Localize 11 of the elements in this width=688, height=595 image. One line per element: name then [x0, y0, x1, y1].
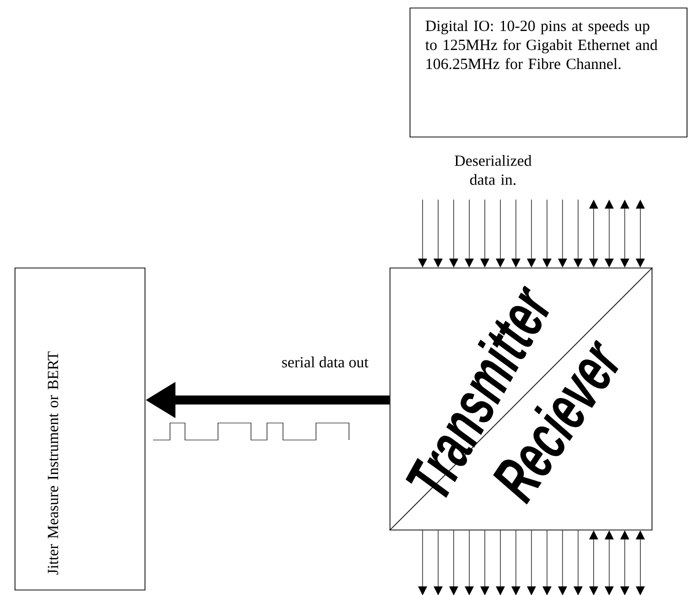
pin-arrow: [574, 530, 583, 595]
pin-arrow: [449, 530, 458, 595]
edge-label: serial data out: [282, 356, 368, 368]
pin-arrow: [434, 530, 443, 595]
note-box: Digital IO: 10-20 pins at speeds up to 125MHz for Gigabit Ethernet and 106.25MHz for Fibre Channel.: [410, 8, 688, 138]
pin-arrow: [418, 530, 428, 595]
pin-arrow: [496, 530, 505, 595]
pin-group-label: Deserialized data in.: [454, 155, 532, 185]
pin-arrow: [480, 530, 490, 595]
pin-arrow: [464, 530, 474, 595]
instrument-box: Jitter Measure Instrument or BERT: [14, 268, 146, 590]
